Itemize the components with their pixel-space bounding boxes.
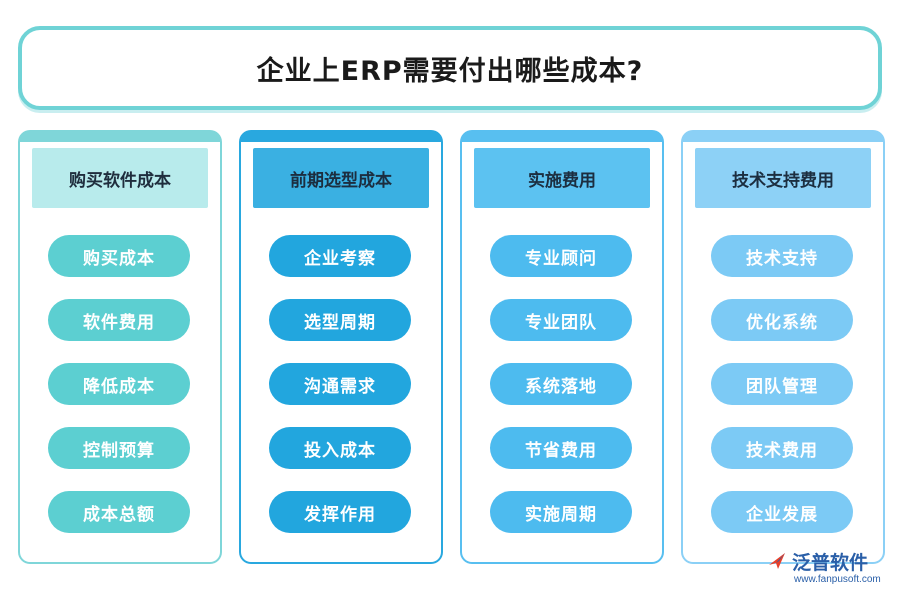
logo-url: www.fanpusoft.com — [794, 574, 881, 585]
item-pill: 节省费用 — [490, 427, 632, 469]
column-header: 技术支持费用 — [695, 148, 871, 208]
brand-logo: 泛普软件 www.fanpusoft.com — [764, 548, 888, 592]
logo-icon — [769, 553, 785, 569]
item-pill: 技术费用 — [711, 427, 853, 469]
item-pill: 降低成本 — [48, 363, 190, 405]
item-pill: 优化系统 — [711, 299, 853, 341]
item-pill: 企业发展 — [711, 491, 853, 533]
item-pill: 企业考察 — [269, 235, 411, 277]
item-pill: 实施周期 — [490, 491, 632, 533]
item-pill: 专业团队 — [490, 299, 632, 341]
item-pill: 购买成本 — [48, 235, 190, 277]
item-pill: 团队管理 — [711, 363, 853, 405]
logo-name: 泛普软件 — [792, 552, 869, 574]
item-pill: 发挥作用 — [269, 491, 411, 533]
column-header: 前期选型成本 — [253, 148, 429, 208]
column-implementation: 实施费用 专业顾问 专业团队 系统落地 节省费用 实施周期 — [460, 130, 664, 564]
column-purchase-software: 购买软件成本 购买成本 软件费用 降低成本 控制预算 成本总额 — [18, 130, 222, 564]
column-header: 购买软件成本 — [32, 148, 208, 208]
diagram-title: 企业上ERP需要付出哪些成本? — [256, 55, 644, 87]
item-pill: 控制预算 — [48, 427, 190, 469]
item-pill: 系统落地 — [490, 363, 632, 405]
item-pill: 选型周期 — [269, 299, 411, 341]
item-pill: 投入成本 — [269, 427, 411, 469]
item-pill: 沟通需求 — [269, 363, 411, 405]
item-pill: 技术支持 — [711, 235, 853, 277]
item-pill: 专业顾问 — [490, 235, 632, 277]
column-pre-selection: 前期选型成本 企业考察 选型周期 沟通需求 投入成本 发挥作用 — [239, 130, 443, 564]
item-pill: 软件费用 — [48, 299, 190, 341]
column-header: 实施费用 — [474, 148, 650, 208]
title-box: 企业上ERP需要付出哪些成本? — [18, 26, 882, 110]
column-tech-support: 技术支持费用 技术支持 优化系统 团队管理 技术费用 企业发展 — [681, 130, 885, 564]
item-pill: 成本总额 — [48, 491, 190, 533]
